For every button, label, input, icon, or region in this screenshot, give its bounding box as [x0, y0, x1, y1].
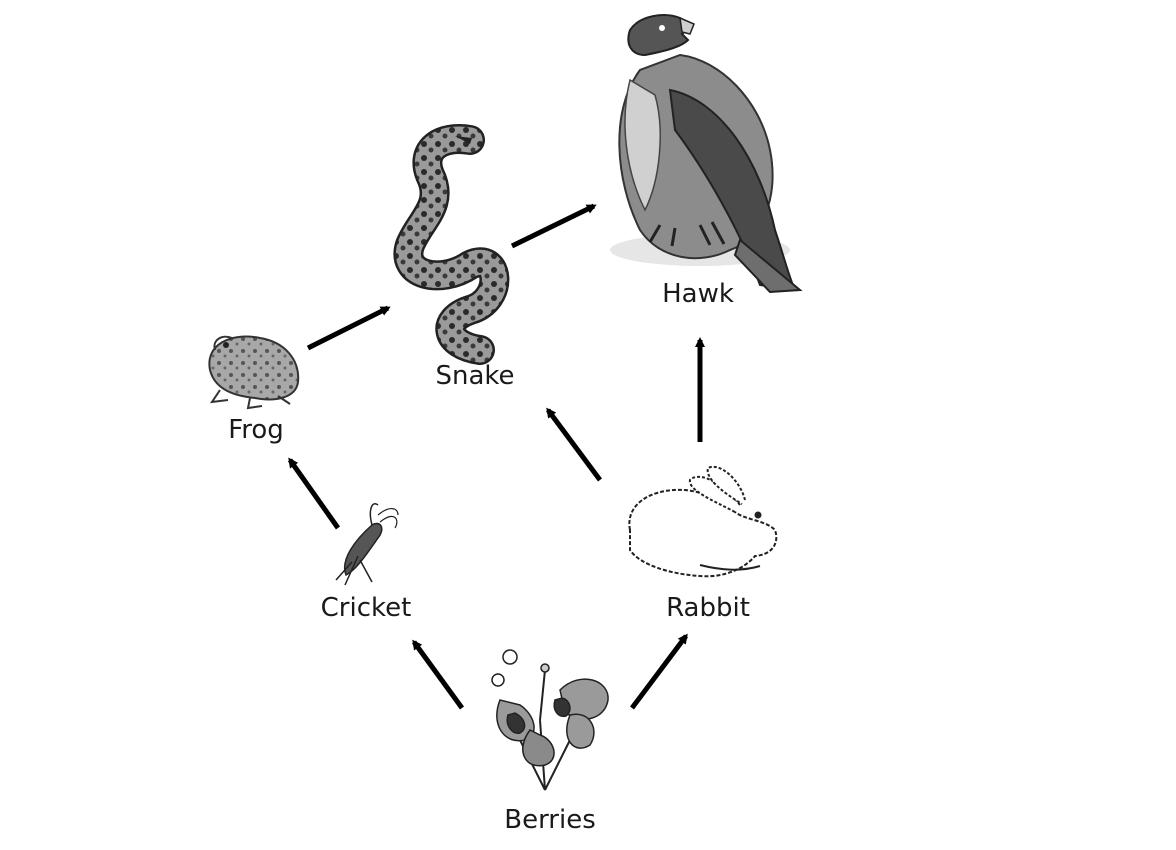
hawk-label: Hawk [662, 279, 734, 309]
rabbit-icon [628, 465, 778, 578]
snake-label: Snake [435, 361, 514, 391]
cricket-label: Cricket [321, 593, 412, 623]
berries-icon [491, 649, 609, 791]
arrow-rabbit-to-snake [545, 407, 603, 482]
arrow-berries-to-cricket [411, 639, 465, 710]
rabbit-label: Rabbit [666, 593, 750, 623]
arrow-cricket-to-frog [287, 457, 341, 530]
arrow-berries-to-rabbit [630, 633, 688, 710]
arrow-snake-to-hawk [510, 203, 597, 249]
frog-icon [208, 335, 300, 410]
frog-label: Frog [228, 415, 284, 445]
snake-icon [393, 124, 510, 365]
berries-label: Berries [504, 805, 596, 835]
arrows [287, 203, 705, 710]
hawk-icon [610, 14, 803, 294]
cricket-icon [335, 503, 399, 586]
arrow-frog-to-snake [306, 305, 391, 351]
